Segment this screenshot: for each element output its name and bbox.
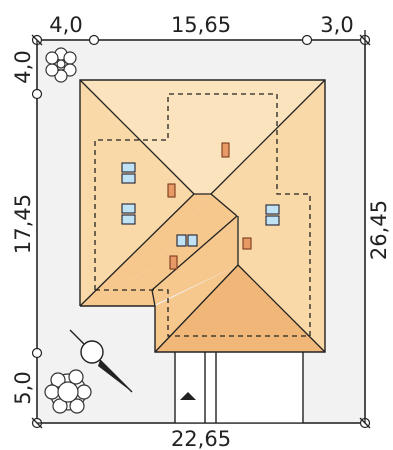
dimension-left-top: 4,0	[11, 50, 35, 83]
tree-icon	[45, 47, 77, 83]
dimension-right-total: 26,45	[367, 200, 391, 260]
chimney	[169, 255, 178, 270]
entrance-arrow-icon	[180, 392, 196, 400]
skylight	[265, 204, 280, 226]
skylight	[176, 234, 198, 247]
dimension-top-right: 3,0	[320, 13, 353, 37]
driveway	[174, 348, 304, 423]
skylight	[121, 162, 136, 184]
chimney	[242, 237, 252, 250]
dimension-top-middle: 15,65	[171, 13, 231, 37]
chimney	[221, 142, 230, 158]
chimney	[167, 183, 176, 198]
dimension-left-middle: 17,45	[11, 194, 35, 254]
north-arrow-icon	[69, 329, 133, 393]
dimension-bottom-total: 22,65	[171, 427, 231, 450]
tree-icon	[44, 369, 92, 414]
skylight	[121, 203, 136, 225]
dimension-top-left: 4,0	[49, 13, 82, 37]
dimension-left-bottom: 5,0	[11, 371, 35, 404]
